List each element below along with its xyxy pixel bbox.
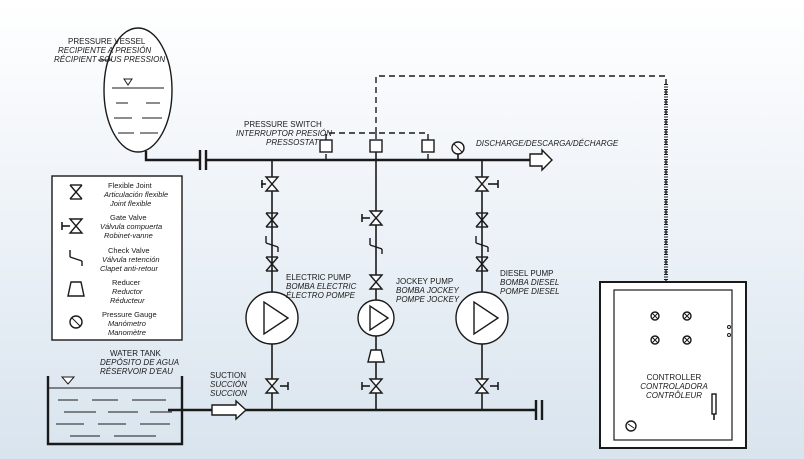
controller-handle-icon xyxy=(711,393,717,420)
svg-text:CONTRÔLEUR: CONTRÔLEUR xyxy=(646,391,702,400)
svg-text:Flexible Joint: Flexible Joint xyxy=(108,181,153,190)
svg-text:DEPÓSITO DE AGUA: DEPÓSITO DE AGUA xyxy=(100,358,179,367)
svg-text:BOMBA ELECTRIC: BOMBA ELECTRIC xyxy=(286,282,357,291)
svg-text:Reducer: Reducer xyxy=(112,278,141,287)
svg-text:Manomètre: Manomètre xyxy=(108,328,146,337)
svg-text:PRESSURE SWITCH: PRESSURE SWITCH xyxy=(244,120,322,129)
svg-text:WATER TANK: WATER TANK xyxy=(110,349,161,358)
water-tank xyxy=(46,376,184,446)
jockey-pump xyxy=(357,299,395,337)
legend-item-pressure-gauge: Pressure Gauge Manómetro Manomètre xyxy=(69,310,157,337)
svg-text:Válvula compuerta: Válvula compuerta xyxy=(100,222,162,231)
svg-text:BOMBA JOCKEY: BOMBA JOCKEY xyxy=(396,286,459,295)
svg-text:POMPE JOCKEY: POMPE JOCKEY xyxy=(396,295,460,304)
svg-text:ÉLECTRO POMPE: ÉLECTRO POMPE xyxy=(286,291,356,300)
svg-text:Gate Valve: Gate Valve xyxy=(110,213,147,222)
discharge-pressure-gauge-icon xyxy=(451,141,465,160)
svg-text:INTERRUPTOR PRESIÓN: INTERRUPTOR PRESIÓN xyxy=(236,129,332,138)
discharge-header xyxy=(206,148,553,172)
svg-text:SUCCION: SUCCION xyxy=(210,389,247,398)
svg-text:CONTROLLER: CONTROLLER xyxy=(647,373,702,382)
svg-text:Réducteur: Réducteur xyxy=(110,296,145,305)
legend: Flexible Joint Articulación flexible Joi… xyxy=(51,175,183,341)
electric-pump-branch xyxy=(261,160,289,410)
electric-pump xyxy=(245,291,299,345)
pressure-switch xyxy=(319,132,435,160)
svg-text:Válvula retención: Válvula retención xyxy=(102,255,160,264)
diesel-pump xyxy=(455,291,509,345)
diesel-pump-branch xyxy=(475,160,499,410)
svg-text:Clapet anti-retour: Clapet anti-retour xyxy=(100,264,158,273)
svg-text:RÉSERVOIR D'EAU: RÉSERVOIR D'EAU xyxy=(100,367,173,376)
svg-text:Pressure Gauge: Pressure Gauge xyxy=(102,310,157,319)
svg-text:JOCKEY PUMP: JOCKEY PUMP xyxy=(396,277,453,286)
svg-text:SUCCIÓN: SUCCIÓN xyxy=(210,380,247,389)
svg-text:Joint flexible: Joint flexible xyxy=(109,199,151,208)
water-tank-label: WATER TANK DEPÓSITO DE AGUA RÉSERVOIR D'… xyxy=(100,349,179,376)
electric-pump-label: ELECTRIC PUMP BOMBA ELECTRIC ÉLECTRO POM… xyxy=(286,273,357,300)
pressure-vessel-label: PRESSURE VESSEL RECIPIENTE A PRESIÓN RÉC… xyxy=(54,37,165,64)
pressure-gauge-icon xyxy=(69,315,83,329)
suction-label: SUCTION SUCCIÓN SUCCION xyxy=(210,371,247,398)
legend-item-reducer: Reducer Reductor Réducteur xyxy=(67,278,145,305)
svg-text:RECIPIENTE A PRESIÓN: RECIPIENTE A PRESIÓN xyxy=(58,46,151,55)
vessel-pipe xyxy=(144,151,200,162)
reducer-icon xyxy=(67,281,85,297)
controller-indicator-lights xyxy=(650,311,692,345)
controller-cabinet xyxy=(599,281,747,449)
svg-text:DIESEL PUMP: DIESEL PUMP xyxy=(500,269,554,278)
svg-text:CONTROLADORA: CONTROLADORA xyxy=(640,382,708,391)
suction-header xyxy=(168,399,544,421)
svg-text:Articulación flexible: Articulación flexible xyxy=(103,190,168,199)
pressure-switch-label: PRESSURE SWITCH INTERRUPTOR PRESIÓN PRES… xyxy=(236,120,332,147)
gate-valve-icon xyxy=(61,218,83,234)
diesel-pump-label: DIESEL PUMP BOMBA DIESEL POMPE DIESEL xyxy=(500,269,560,296)
controller-gauge-icon xyxy=(625,420,637,432)
jockey-pump-label: JOCKEY PUMP BOMBA JOCKEY POMPE JOCKEY xyxy=(396,277,460,304)
control-signal-line xyxy=(375,75,667,282)
svg-text:ELECTRIC PUMP: ELECTRIC PUMP xyxy=(286,273,351,282)
jockey-pump-branch xyxy=(361,152,385,410)
svg-text:POMPE DIESEL: POMPE DIESEL xyxy=(500,287,560,296)
svg-text:PRESSOSTAT: PRESSOSTAT xyxy=(266,138,320,147)
svg-text:PRESSURE VESSEL: PRESSURE VESSEL xyxy=(68,37,146,46)
svg-text:Reductor: Reductor xyxy=(112,287,143,296)
svg-text:SUCTION: SUCTION xyxy=(210,371,246,380)
discharge-label: DISCHARGE/DESCARGA/DÉCHARGE xyxy=(476,139,619,148)
svg-text:Check Valve: Check Valve xyxy=(108,246,150,255)
legend-item-gate-valve: Gate Valve Válvula compuerta Robinet-van… xyxy=(61,213,162,240)
svg-text:BOMBA DIESEL: BOMBA DIESEL xyxy=(500,278,559,287)
controller-label: CONTROLLER CONTROLADORA CONTRÔLEUR xyxy=(640,373,708,400)
svg-text:Manómetro: Manómetro xyxy=(108,319,146,328)
svg-text:Robinet-vanne: Robinet-vanne xyxy=(104,231,153,240)
svg-text:RÉCIPIENT SOUS PRESSION: RÉCIPIENT SOUS PRESSION xyxy=(54,55,165,64)
pressure-vessel xyxy=(98,27,173,153)
legend-item-flexible-joint: Flexible Joint Articulación flexible Joi… xyxy=(69,181,168,208)
legend-item-check-valve: Check Valve Válvula retención Clapet ant… xyxy=(69,246,160,273)
